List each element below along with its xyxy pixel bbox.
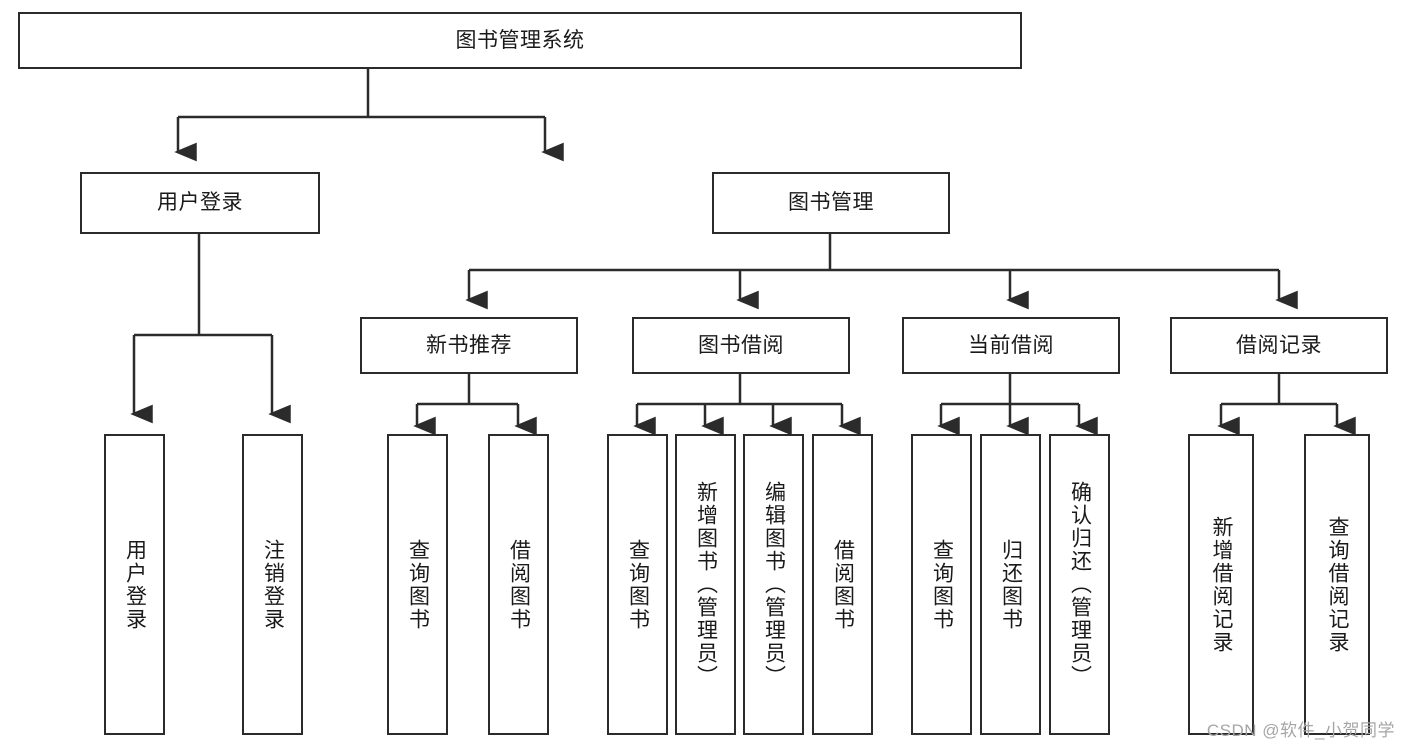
leaf-book-borrow-3[interactable]: 编辑图书（管理员） — [743, 434, 804, 735]
node-label: 新增图书（管理员） — [694, 481, 718, 688]
leaf-book-borrow-1[interactable]: 查询图书 — [607, 434, 668, 735]
node-new-book-recommend[interactable]: 新书推荐 — [360, 317, 578, 374]
leaf-current-borrow-1[interactable]: 查询图书 — [911, 434, 972, 735]
leaf-borrow-records-1[interactable]: 新增借阅记录 — [1188, 434, 1254, 735]
node-label: 用户登录 — [157, 191, 243, 215]
node-label: 归还图书 — [999, 538, 1023, 631]
node-label: 查询图书 — [626, 538, 650, 631]
node-label: 新增借阅记录 — [1210, 515, 1234, 654]
node-label: 用户登录 — [123, 538, 147, 631]
node-label: 借阅记录 — [1236, 333, 1322, 357]
node-current-borrow[interactable]: 当前借阅 — [902, 317, 1120, 374]
node-label: 图书管理系统 — [455, 28, 585, 52]
node-label: 编辑图书（管理员） — [762, 481, 786, 688]
node-label: 确认归还（管理员） — [1068, 481, 1092, 688]
leaf-current-borrow-2[interactable]: 归还图书 — [980, 434, 1041, 735]
node-root-system[interactable]: 图书管理系统 — [18, 12, 1022, 69]
node-label: 查询借阅记录 — [1326, 515, 1350, 654]
leaf-new-book-1[interactable]: 查询图书 — [387, 434, 448, 735]
node-label: 借阅图书 — [507, 538, 531, 631]
leaf-borrow-records-2[interactable]: 查询借阅记录 — [1304, 434, 1370, 735]
leaf-user-login-2[interactable]: 注销登录 — [242, 434, 303, 735]
leaf-current-borrow-3[interactable]: 确认归还（管理员） — [1049, 434, 1110, 735]
node-user-login[interactable]: 用户登录 — [80, 172, 320, 234]
node-book-manage[interactable]: 图书管理 — [712, 172, 950, 234]
node-label: 新书推荐 — [426, 333, 512, 357]
node-label: 查询图书 — [930, 538, 954, 631]
leaf-new-book-2[interactable]: 借阅图书 — [488, 434, 549, 735]
node-label: 注销登录 — [261, 538, 285, 631]
node-label: 查询图书 — [406, 538, 430, 631]
leaf-user-login-1[interactable]: 用户登录 — [104, 434, 165, 735]
node-label: 图书管理 — [788, 191, 874, 215]
node-label: 借阅图书 — [831, 538, 855, 631]
node-book-borrow[interactable]: 图书借阅 — [632, 317, 850, 374]
leaf-book-borrow-4[interactable]: 借阅图书 — [812, 434, 873, 735]
node-label: 当前借阅 — [968, 333, 1054, 357]
leaf-book-borrow-2[interactable]: 新增图书（管理员） — [675, 434, 736, 735]
node-label: 图书借阅 — [698, 333, 784, 357]
node-borrow-records[interactable]: 借阅记录 — [1170, 317, 1388, 374]
